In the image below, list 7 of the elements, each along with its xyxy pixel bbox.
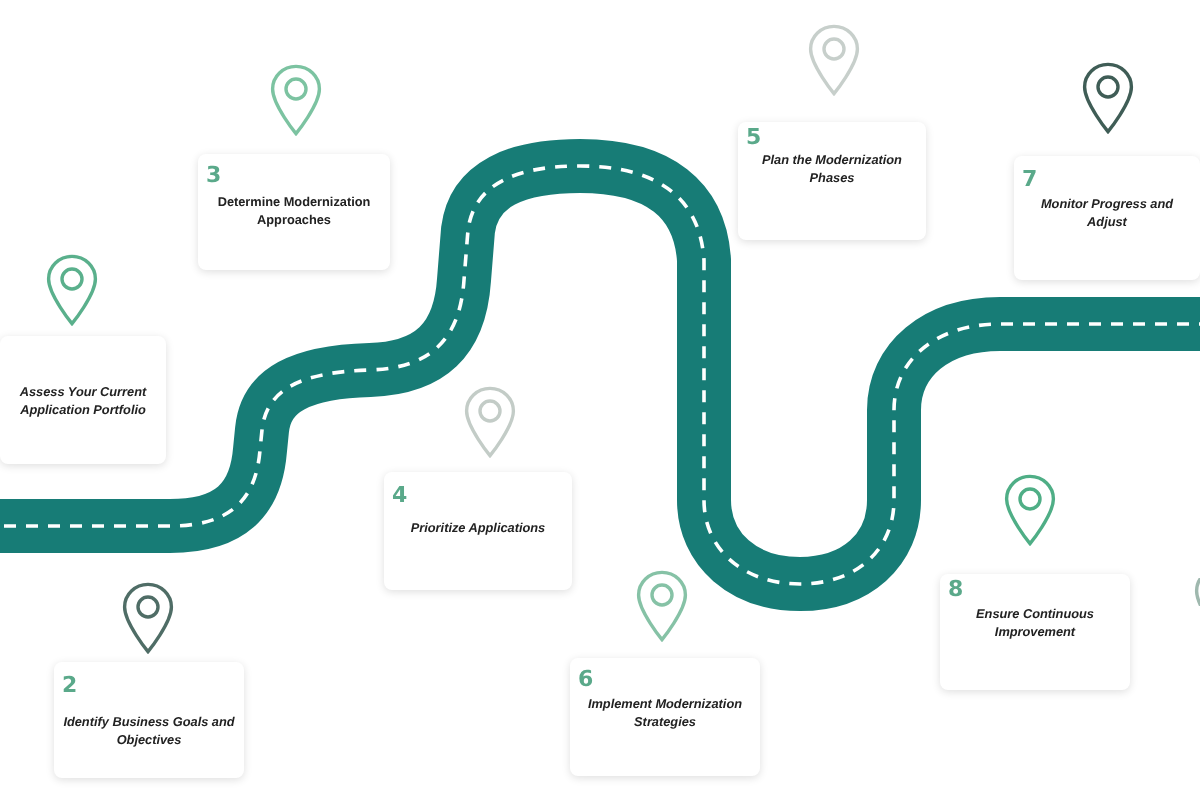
step-number: 8 <box>948 578 964 600</box>
step-number: 3 <box>206 164 222 186</box>
step-number: 7 <box>1022 168 1038 190</box>
step-number: 6 <box>578 668 594 690</box>
step-number: 4 <box>392 484 408 506</box>
step-number: 5 <box>746 126 762 148</box>
step-number: 2 <box>62 674 78 696</box>
